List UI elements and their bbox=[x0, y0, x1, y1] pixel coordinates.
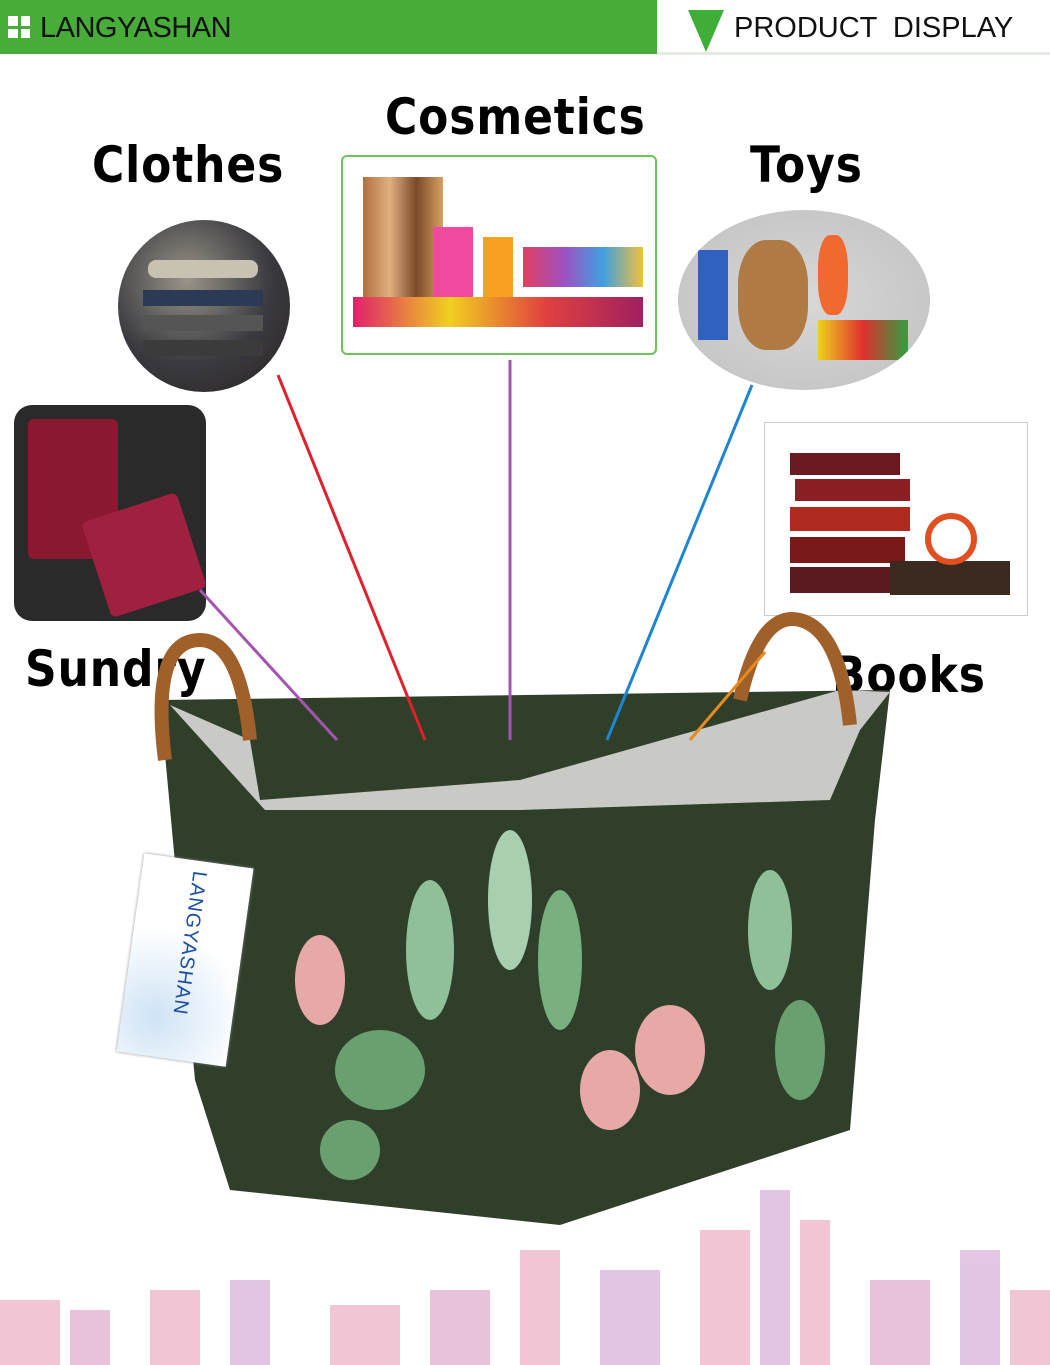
toys-image bbox=[678, 210, 930, 390]
cosmetics-image bbox=[341, 155, 657, 355]
basket-lining bbox=[170, 690, 890, 810]
label-toys: Toys bbox=[750, 136, 863, 194]
handle-left bbox=[154, 632, 257, 761]
arrow-books bbox=[688, 651, 767, 741]
arrow-clothes bbox=[276, 374, 427, 741]
section-title: PRODUCT DISPLAY bbox=[734, 12, 1014, 44]
header-divider bbox=[657, 52, 1050, 55]
brand-name: LANGYASHAN bbox=[40, 12, 232, 44]
header-brand-bar: LANGYASHAN bbox=[0, 0, 657, 54]
arrow-sundry bbox=[198, 588, 339, 742]
leaf-pattern bbox=[295, 830, 825, 1180]
category-arrows bbox=[198, 360, 767, 742]
handle-right bbox=[733, 612, 857, 726]
arrow-toys bbox=[605, 384, 754, 741]
tag-brand-text: LANGYASHAN bbox=[168, 869, 211, 1017]
clothes-image bbox=[118, 220, 290, 392]
city-skyline bbox=[0, 1190, 1050, 1365]
logo-icon bbox=[8, 16, 30, 38]
books-image bbox=[764, 422, 1028, 616]
label-clothes: Clothes bbox=[92, 136, 285, 194]
triangle-icon bbox=[688, 10, 724, 52]
label-cosmetics: Cosmetics bbox=[385, 88, 646, 146]
sundry-image bbox=[14, 405, 206, 621]
